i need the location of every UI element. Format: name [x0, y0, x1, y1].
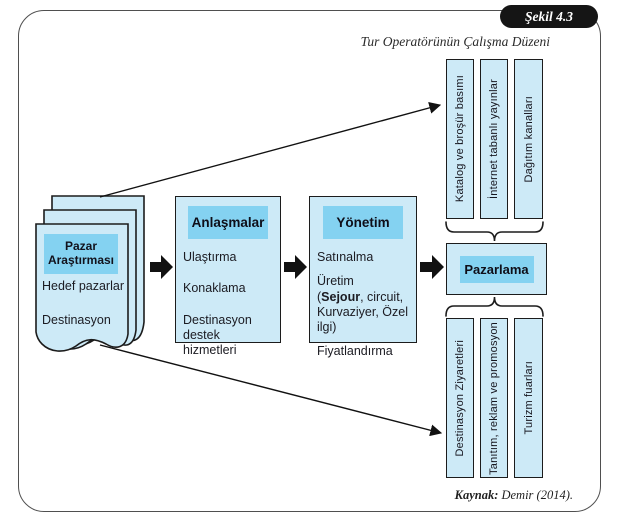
channel-label: Destinasyon Ziyaretleri — [454, 339, 466, 457]
agreements-box: Anlaşmalar Ulaştırma Konaklama Destinasy… — [175, 196, 281, 357]
agreements-item: Ulaştırma — [183, 250, 237, 264]
management-item: Üretim — [317, 274, 354, 289]
flow-arrow-2-icon — [284, 255, 307, 279]
agreements-body: Ulaştırma Konaklama Destinasyon destek h… — [176, 239, 280, 358]
source-label: Kaynak: — [454, 488, 499, 502]
promo-advertising-box: Tanıtım, reklam ve promosyon — [480, 318, 508, 478]
channel-internet-box: İnternet tabanlı yayınlar — [480, 59, 508, 219]
channel-label: Turizm fuarları — [522, 361, 535, 435]
management-box: Yönetim Satınalma Üretim (Sejour, circui… — [309, 196, 417, 358]
channel-label: Dağıtım kanalları — [522, 95, 535, 183]
promo-tourism-fairs-box: Turizm fuarları — [514, 318, 543, 478]
figure-title: Tur Operatörünün Çalışma Düzeni — [360, 34, 550, 49]
market-research-title: Pazar Araştırması — [47, 239, 115, 267]
connector-to-promotion-arrow-icon — [99, 344, 443, 437]
channel-catalog-box: Katalog ve broşür basımı — [446, 59, 474, 219]
management-body: Satınalma Üretim (Sejour, circuit, Kurva… — [310, 239, 416, 360]
agreements-item: Konaklama — [183, 281, 246, 296]
source-caption: Kaynak: Demir (2014). — [320, 488, 573, 503]
management-item-text: ( — [317, 289, 322, 304]
management-item-text: , circuit, — [360, 289, 404, 304]
management-item: Satınalma — [317, 250, 374, 264]
connector-to-distribution-arrow-icon — [99, 102, 442, 198]
promo-destination-visits-box: Destinasyon Ziyaretleri — [446, 318, 474, 478]
management-item: Kurvaziyer, Özel ilgi) — [317, 304, 409, 334]
brace-bottom-icon — [445, 296, 544, 317]
management-item: Fiyatlandırma — [317, 344, 393, 359]
market-research-item: Destinasyon — [42, 313, 111, 327]
management-header: Yönetim — [323, 206, 403, 239]
figure-frame — [18, 10, 601, 512]
market-research-item: Hedef pazarlar — [42, 279, 124, 293]
flow-arrow-3-icon — [420, 255, 444, 279]
channel-label: Tanıtım, reklam ve promosyon — [488, 321, 500, 475]
management-item-bold: Sejour — [321, 289, 361, 304]
channel-distribution-box: Dağıtım kanalları — [514, 59, 543, 219]
brace-top-icon — [445, 221, 544, 242]
figure-label-badge: Şekil 4.3 — [500, 5, 598, 28]
channel-label: Katalog ve broşür basımı — [454, 75, 466, 203]
channel-label: İnternet tabanlı yayınlar — [488, 79, 500, 199]
flow-arrow-1-icon — [150, 255, 173, 279]
marketing-box: Pazarlama — [446, 243, 547, 295]
figure-label: Şekil 4.3 — [524, 8, 573, 24]
source-text: Demir (2014). — [498, 488, 573, 502]
agreements-header: Anlaşmalar — [188, 206, 268, 239]
marketing-header: Pazarlama — [459, 255, 534, 283]
market-research-header: Pazar Araştırması — [44, 234, 118, 274]
agreements-item: Destinasyon destek hizmetleri — [183, 312, 252, 358]
management-item: (Sejour, circuit, — [317, 290, 409, 305]
